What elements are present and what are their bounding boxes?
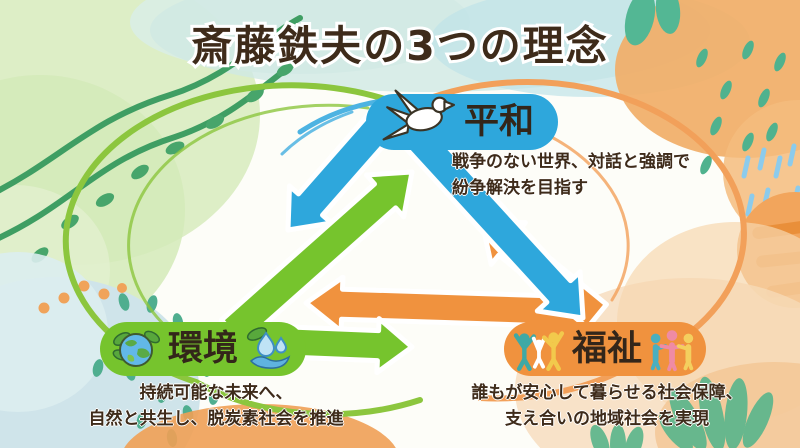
node-peace-description: 戦争のない世界、対話と強調で 紛争解決を目指す: [452, 152, 690, 198]
vine-lines: [0, 15, 313, 241]
page-title: 斎藤鉄夫の3つの理念: [188, 19, 610, 73]
node-peace-badge: 平和: [366, 89, 558, 150]
node-peace-label: 平和: [463, 101, 534, 142]
node-environment-description: 持続可能な未来へ、 自然と共生し、脱炭素社会を推進: [88, 383, 344, 429]
teal-dashes: [696, 40, 786, 175]
node-welfare-description: 誰もが安心して暮らせる社会保障、 支え合いの地域社会を実現: [471, 383, 743, 429]
node-environment-badge: 環境: [100, 322, 306, 376]
node-welfare-label: 福祉: [571, 328, 642, 369]
water-drops-icon: [246, 327, 291, 369]
orange-dots: [38, 280, 127, 314]
tropical-leaves: [590, 376, 774, 448]
community-icon: [650, 330, 694, 372]
node-welfare-badge: 福祉: [504, 322, 706, 376]
arrow-environment-to-peace: [218, 169, 415, 347]
family-icon: [513, 331, 565, 372]
earth-leaf-icon: [112, 330, 160, 367]
node-environment-label: 環境: [167, 328, 238, 369]
dove-icon: [382, 89, 456, 141]
